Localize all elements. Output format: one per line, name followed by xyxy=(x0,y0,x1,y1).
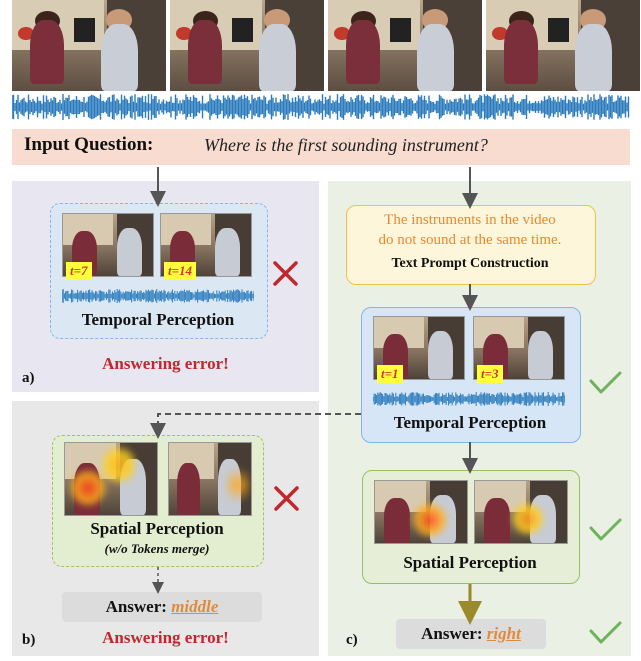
frame-label-t1: t=1 xyxy=(377,365,403,383)
error-text-b: Answering error! xyxy=(102,628,229,647)
answer-text-b: Answer: middle xyxy=(62,597,262,617)
heatmap-b1 xyxy=(68,468,108,508)
spatial-perception-subtitle-b: (w/o Tokens merge) xyxy=(104,541,210,556)
audio-waveform xyxy=(12,94,630,120)
question-text: Where is the first sounding instrument? xyxy=(204,135,488,155)
prompt-text-line2: do not sound at the same time. xyxy=(378,232,562,248)
heatmap-b2 xyxy=(226,462,250,508)
prompt-title: Text Prompt Construction xyxy=(391,256,549,271)
panel-label-c: c) xyxy=(346,632,358,648)
video-frame-4 xyxy=(486,0,640,91)
heatmap-b1b xyxy=(102,442,136,488)
answer-label-b: Answer: xyxy=(105,597,167,616)
frame-label-t14: t=14 xyxy=(164,262,197,280)
spatial-perception-title-c: Spatial Perception xyxy=(403,553,537,572)
temporal-perception-title-a: Temporal Perception xyxy=(81,310,235,329)
panel-label-b: b) xyxy=(22,632,36,648)
audio-waveform-c xyxy=(373,392,565,406)
answer-label-c: Answer xyxy=(421,624,477,643)
answer-box-b xyxy=(62,592,262,622)
video-frame-1 xyxy=(12,0,166,91)
heatmap-c2 xyxy=(510,502,546,536)
frame-label-t3: t=3 xyxy=(477,365,503,383)
answer-text-c: Answer: right xyxy=(421,624,521,643)
answer-value-c: right xyxy=(486,624,521,643)
text-prompt-box xyxy=(346,205,596,285)
audio-waveform-a xyxy=(62,289,254,303)
video-frame-3 xyxy=(328,0,482,91)
question-label: Input Question: xyxy=(24,134,154,155)
video-frame-2 xyxy=(170,0,324,91)
panel-label-a: a) xyxy=(22,370,35,386)
heatmap-c1 xyxy=(410,502,450,538)
prompt-text-line1: The instruments in the video xyxy=(384,212,556,228)
frame-label-t7: t=7 xyxy=(66,262,92,280)
temporal-perception-title-c: Temporal Perception xyxy=(393,413,547,432)
spatial-perception-title-b: Spatial Perception xyxy=(90,519,224,538)
input-question-bar: Input Question: Where is the first sound… xyxy=(12,129,630,165)
answer-value-b: middle xyxy=(171,597,219,616)
error-text-a: Answering error! xyxy=(102,354,229,373)
